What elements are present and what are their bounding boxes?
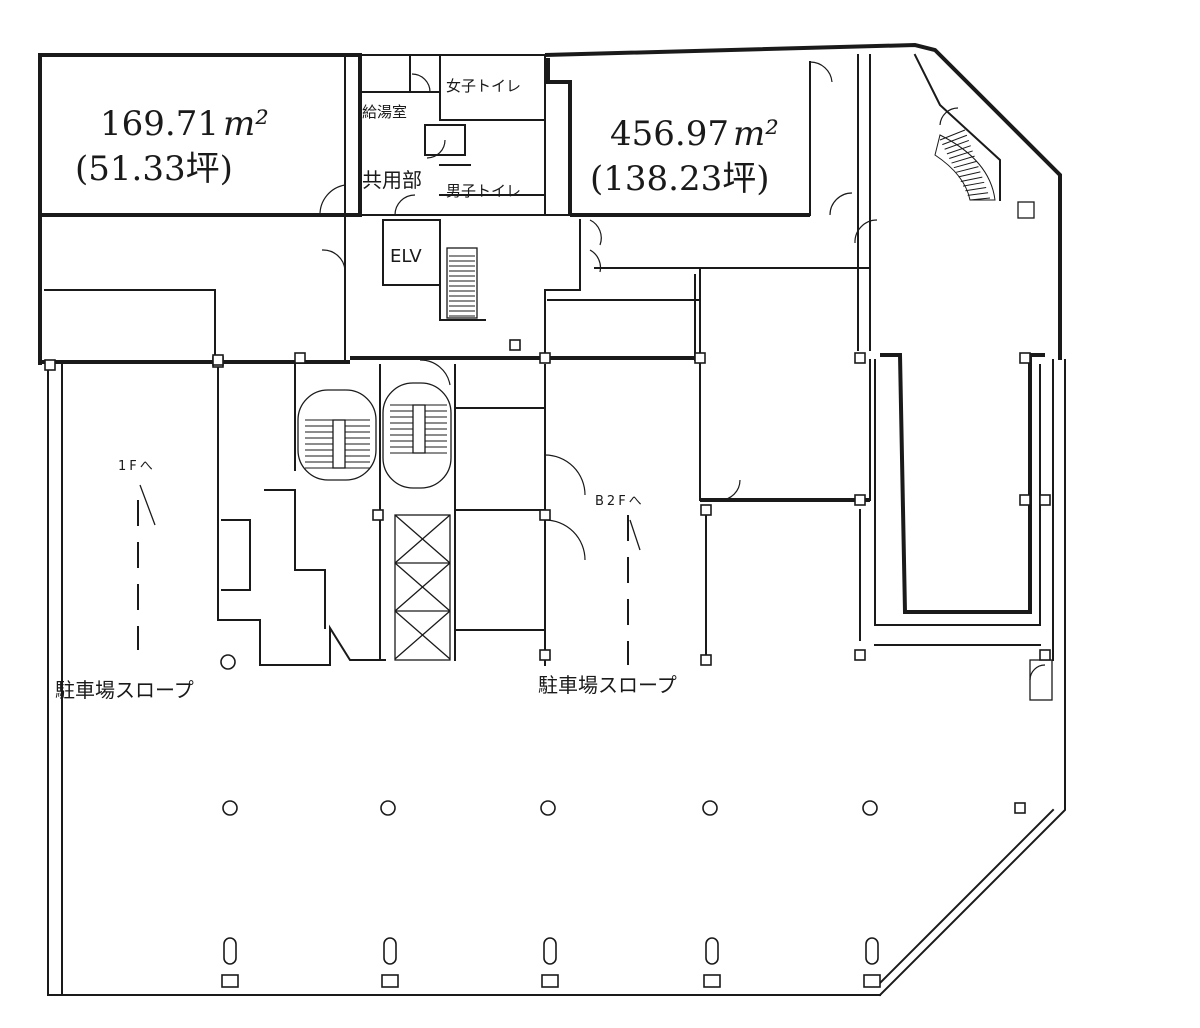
service-core [217, 359, 586, 666]
stair-core [446, 247, 478, 319]
round-column [222, 800, 238, 816]
bollard [543, 937, 557, 965]
square-column [694, 352, 706, 364]
spiral-step [944, 139, 970, 150]
spiral-step [939, 129, 966, 141]
shaft-cross [394, 514, 451, 564]
parking-slope-right-label: 駐車場スロープ [538, 673, 677, 697]
round-column [862, 800, 878, 816]
bollard [223, 937, 237, 965]
bollard-base [863, 974, 881, 988]
square-column [1039, 649, 1051, 661]
spiral-step [946, 145, 971, 155]
core-walls [350, 54, 700, 361]
square-column [1019, 494, 1031, 506]
tenant-b-walls [546, 54, 878, 351]
spiral-step [969, 197, 991, 201]
shaft-cross [394, 562, 451, 612]
spiral-step [965, 187, 987, 192]
round-column [220, 654, 236, 670]
bollard-base [541, 974, 559, 988]
spiral-step [958, 171, 981, 178]
bollard-base [381, 974, 399, 988]
kitchenette-label: 給湯室 [362, 103, 407, 121]
spiral-step [942, 134, 968, 146]
square-column [1039, 494, 1051, 506]
elevator-label: ELV [390, 246, 422, 267]
womens-toilet-label: 女子トイレ [446, 77, 521, 95]
spiral-step [949, 150, 973, 159]
round-column [380, 800, 396, 816]
spiral-step [967, 192, 989, 196]
square-column [294, 352, 306, 364]
bollard [383, 937, 397, 965]
mid-offices [547, 269, 871, 661]
ramp-arrows [137, 484, 641, 665]
square-column [509, 339, 521, 351]
ramp-up-label: 1Fへ [118, 459, 156, 474]
bollard [705, 937, 719, 965]
square-column [539, 509, 551, 521]
square-column [212, 354, 224, 366]
square-column [372, 509, 384, 521]
spiral-step [962, 181, 985, 187]
spiral-step [960, 176, 983, 183]
bollards [221, 937, 881, 988]
square-column [1014, 802, 1026, 814]
square-column [854, 649, 866, 661]
spiral-stair [913, 53, 1035, 219]
square-column [854, 352, 866, 364]
common-area-label: 共用部 [362, 168, 422, 192]
tenant-a-walls [38, 53, 362, 364]
u-corridor [874, 353, 1053, 701]
bollard-base [221, 974, 239, 988]
spiral-step [953, 160, 977, 169]
square-column [44, 359, 56, 371]
round-column [702, 800, 718, 816]
ramp-down-label: B2Fへ [595, 494, 645, 509]
mens-toilet-label: 男子トイレ [446, 182, 521, 200]
shaft-cross [394, 610, 451, 660]
tenant-b-tsubo: (138.23坪) [590, 159, 770, 199]
bollard [865, 937, 879, 965]
bollard-base [703, 974, 721, 988]
columns [44, 339, 1051, 816]
spiral-step [956, 166, 979, 173]
parking-slope-left-label: 駐車場スロープ [55, 678, 194, 702]
square-column [539, 649, 551, 661]
tenant-a-tsubo: (51.33坪) [75, 149, 233, 189]
spiral-step [951, 155, 975, 164]
square-column [854, 494, 866, 506]
square-column [1019, 352, 1031, 364]
square-column [539, 352, 551, 364]
round-column [540, 800, 556, 816]
square-column [700, 504, 712, 516]
square-column [700, 654, 712, 666]
